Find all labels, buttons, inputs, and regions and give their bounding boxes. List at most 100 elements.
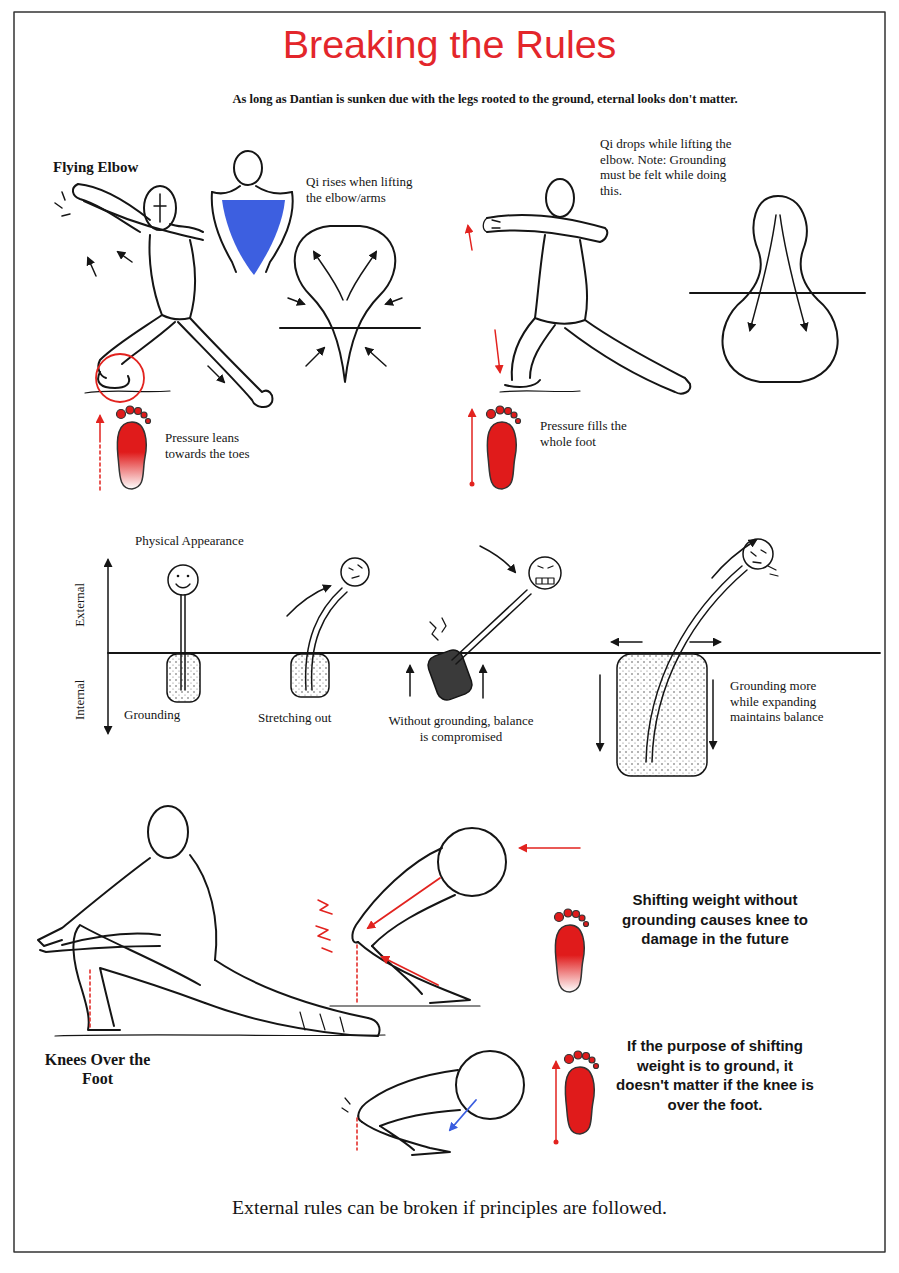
grounding-stick-part [176, 584, 190, 588]
foot-toes-pressure [100, 406, 151, 490]
grounded-elbow-figure-part [512, 318, 555, 380]
foot-toes-pressure-part [117, 406, 151, 489]
knee-strain-detail [316, 828, 589, 1006]
grounded-expanding-stick-part [599, 675, 601, 750]
foot-full-pressure [470, 406, 521, 489]
knee-grounded-detail-part [358, 1070, 460, 1126]
stretching-stick-part [341, 558, 369, 586]
unbalanced-stick-part [425, 647, 475, 703]
grounded-elbow-figure-part [487, 215, 607, 242]
knee-strain-detail-part [368, 878, 440, 928]
knees-over-foot-figure-part [148, 806, 188, 858]
axis-label: Internal [72, 680, 88, 720]
knee-grounded-detail-part [342, 1098, 350, 1112]
note-text: Qi rises when lifting the elbow/arms [306, 174, 431, 205]
unbalanced-stick-part [409, 666, 411, 696]
knee-strain-detail-part [330, 1005, 480, 1006]
stretching-stick [287, 558, 369, 697]
knee-grounded-detail-part [362, 1122, 450, 1155]
knee-grounded-detail [342, 1051, 599, 1155]
knee-strain-detail-part [316, 900, 332, 952]
knees-over-foot-figure-part [55, 1035, 385, 1036]
unbalanced-stick-part [425, 647, 475, 703]
grounded-elbow-figure [468, 179, 690, 394]
qi-torso-part [212, 192, 293, 272]
grounded-elbow-figure-part [546, 179, 574, 217]
knee-grounded-detail-part [450, 1100, 476, 1130]
grounded-expanding-stick-part [751, 550, 766, 563]
note-text: Qi drops while lifting the elbow. Note: … [600, 136, 750, 198]
grounding-stick-part [177, 575, 180, 578]
qi-dropping-shape-part [750, 215, 776, 330]
axis-label: External [72, 583, 88, 627]
caption: External rules can be broken if principl… [0, 1196, 899, 1220]
foot-note: Pressure leans towards the toes [165, 430, 280, 461]
qi-rising-shape-part [306, 348, 324, 366]
foot-note: Pressure fills the whole foot [540, 418, 632, 449]
stage-label: Grounding more while expanding maintains… [730, 678, 842, 725]
section-title: Flying Elbow [53, 158, 138, 176]
stretching-stick-part [306, 588, 347, 690]
knee-strain-detail-part [555, 909, 589, 992]
grounded-expanding-stick-part [743, 539, 773, 569]
knee-strain-detail-part [352, 848, 455, 946]
qi-rising-shape-part [295, 226, 396, 382]
knees-over-foot-figure-part [190, 855, 216, 960]
flying-elbow-figure-part [118, 252, 132, 262]
knees-over-foot-figure-part [89, 970, 91, 1030]
flying-elbow-figure-part [208, 366, 224, 382]
qi-dropping-shape-part [690, 292, 865, 294]
knee-strain-detail-part [382, 957, 438, 985]
knee-strain-detail-part [520, 847, 580, 849]
grounded-elbow-figure-part [500, 391, 580, 392]
flying-elbow-figure-part [98, 315, 175, 378]
grounding-stick [167, 565, 200, 702]
knee-grounded-detail-part [356, 1118, 358, 1150]
unbalanced-stick-part [480, 546, 515, 572]
knees-over-foot-figure-part [205, 960, 368, 1035]
qi-torso [212, 151, 293, 275]
qi-torso-part [222, 200, 285, 275]
unbalanced-stick-part [430, 618, 446, 640]
flying-elbow-figure-part [170, 224, 203, 232]
flying-elbow-figure-part [178, 318, 272, 407]
qi-rising-shape-part [386, 298, 402, 304]
knees-over-foot-figure-part [73, 925, 205, 1030]
grounding-stick-part [187, 575, 190, 578]
qi-rising-shape-part [347, 252, 376, 300]
stretching-stick-part [349, 565, 362, 578]
grounded-expanding-stick-part [768, 566, 778, 576]
grounded-elbow-figure-part [468, 226, 472, 250]
unbalanced-stick-part [538, 566, 553, 568]
stretching-stick-part [287, 586, 330, 616]
stage-label: Grounding [124, 707, 180, 723]
unbalanced-stick-part [536, 578, 554, 584]
flying-elbow-figure-part [88, 258, 96, 276]
grounded-elbow-figure-part [505, 380, 540, 387]
knees-over-foot-figure-part [62, 934, 160, 945]
grounded-elbow-figure-part [535, 235, 587, 324]
grounding-stick-part [181, 595, 185, 690]
grounded-expanding-stick-part [712, 540, 756, 578]
knees-over-foot-figure-part [40, 946, 160, 952]
knee-strain-detail-part [356, 945, 358, 1004]
unbalanced-stick-part [452, 590, 531, 664]
flying-elbow-figure-part [96, 354, 144, 402]
page-title: Breaking the Rules [0, 22, 899, 67]
knees-over-foot-figure-part [350, 1018, 380, 1036]
unbalanced-stick-part [482, 666, 484, 698]
unbalanced-stick-part [529, 557, 561, 589]
flying-elbow-figure-part [98, 372, 129, 388]
qi-rising-shape-part [366, 348, 386, 366]
grounded-expanding-stick-part [690, 641, 720, 643]
axis-heading: Physical Appearance [135, 533, 244, 549]
stretching-stick-part [291, 654, 329, 697]
foot-toes-pressure-part [99, 416, 101, 442]
grounded-expanding-stick-part [646, 566, 747, 762]
grounded-expanding-stick-part [612, 641, 642, 643]
unbalanced-stick [410, 546, 561, 703]
knee-strain-detail-part [438, 828, 506, 896]
qi-torso-part [234, 151, 262, 185]
flying-elbow-figure-part [154, 194, 166, 222]
